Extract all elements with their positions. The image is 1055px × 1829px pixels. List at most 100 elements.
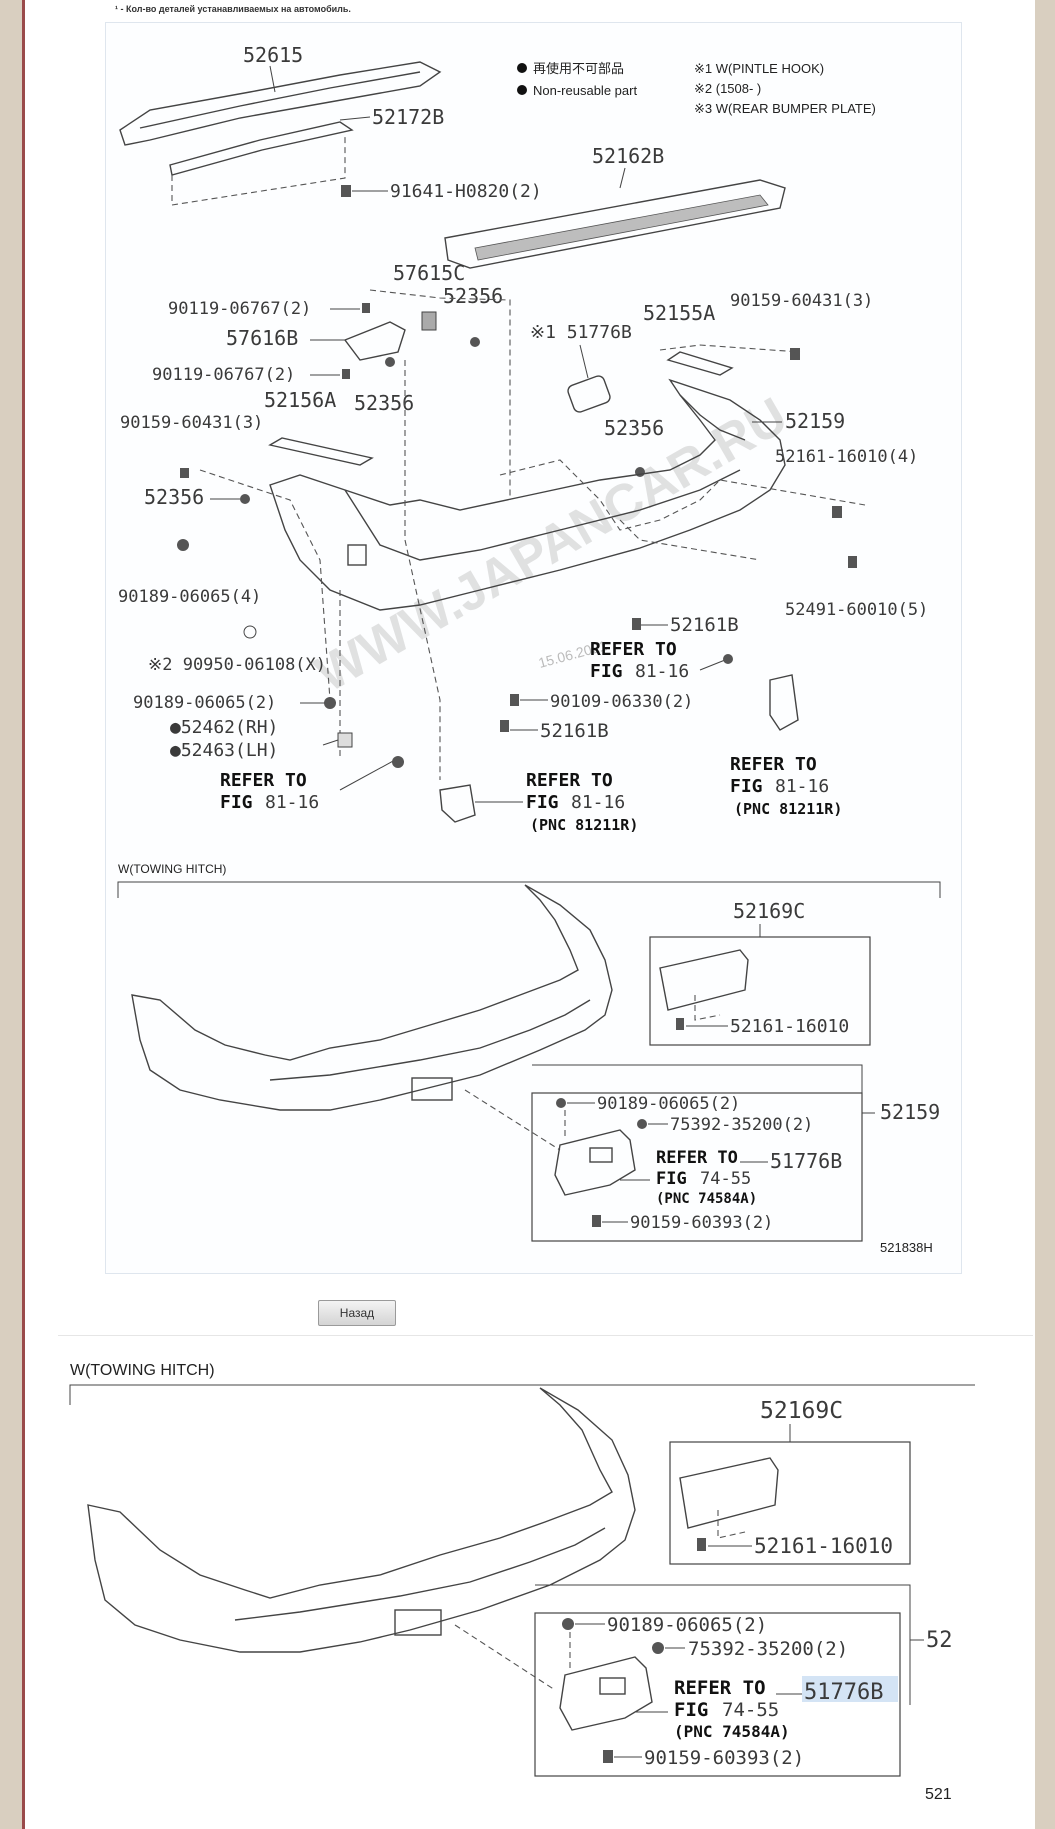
label-90189-a: 90189-06065(4): [118, 587, 261, 607]
clip-57615C: [421, 311, 437, 331]
diagram-code-1: 521838H: [880, 1240, 933, 1255]
screw-icon: [342, 369, 350, 379]
bracket-52159-2: [535, 1584, 911, 1705]
label-90159-t2: 90159-60393(2): [644, 1747, 804, 1769]
towing-title-1: W(TOWING HITCH): [118, 862, 226, 876]
label-52356-d: 52356: [604, 416, 664, 440]
left-border-accent: [22, 0, 25, 1829]
ref4-line1: REFER TO: [730, 754, 817, 775]
back-button[interactable]: Назад: [318, 1300, 396, 1326]
clip-icon: [385, 357, 395, 367]
ref3-line3: 81-16: [571, 792, 625, 813]
label-52491: 52491-60010(5): [785, 600, 928, 620]
ref-t1-line3: 74-55: [700, 1169, 751, 1189]
clip-icon: [635, 467, 645, 477]
nut-icon: [637, 1119, 647, 1129]
step-pad-52162B: [444, 179, 786, 269]
pad-52169C-1: [659, 949, 749, 1011]
label-90950: ※2 90950-06108(X): [148, 655, 326, 675]
label-75392-t1: 75392-35200(2): [670, 1115, 813, 1135]
label-52161-16010-2: 52161-16010: [754, 1534, 893, 1558]
ref-t1-line2: FIG: [656, 1169, 687, 1189]
ref4-line4: (PNC 81211R): [734, 800, 842, 818]
legend-note-1: ※1 W(PINTLE HOOK): [694, 61, 824, 76]
label-90159-b: 90159-60431(3): [730, 291, 873, 311]
label-52463: ●52463(LH): [170, 740, 278, 761]
screw-icon: [848, 556, 857, 568]
bumper-towing-1: [131, 884, 613, 1111]
label-52161B-a: 52161B: [670, 614, 739, 636]
label-51776B-t1: 51776B: [770, 1149, 842, 1173]
towing-title-2: W(TOWING HITCH): [70, 1362, 215, 1379]
label-52159: 52159: [785, 409, 845, 433]
label-90119-b: 90119-06767(2): [152, 365, 295, 385]
label-52462: ●52462(RH): [170, 717, 278, 738]
screw-icon: [510, 694, 519, 706]
ref1-line2: FIG: [590, 661, 623, 682]
bumper-towing-2-edge: [234, 1527, 606, 1621]
clip-icon: [470, 337, 480, 347]
non-reusable-bullet-icon: [517, 63, 527, 73]
ref2-line3: 81-16: [265, 792, 319, 813]
ref3-line2: FIG: [526, 792, 559, 813]
label-90189-t1: 90189-06065(2): [597, 1094, 740, 1114]
label-52-trunc: 52: [926, 1628, 953, 1653]
label-52356-b: 52356: [354, 391, 414, 415]
label-90109: 90109-06330(2): [550, 692, 693, 712]
ref-t2-line3: 74-55: [722, 1699, 779, 1721]
ref-t2-line1: REFER TO: [674, 1677, 766, 1699]
reflector-opening: [347, 544, 367, 566]
screw-icon: [603, 1750, 613, 1763]
ref4-line2: FIG: [730, 776, 763, 797]
label-90159-t1: 90159-60393(2): [630, 1213, 773, 1233]
ref3-line4: (PNC 81211R): [530, 816, 638, 834]
plate-51776B: [567, 375, 611, 413]
label-51776B-top: ※1 51776B: [530, 322, 632, 343]
clip-icon: [240, 494, 250, 504]
screw-icon: [592, 1215, 601, 1227]
label-57615C: 57615C: [393, 261, 465, 285]
screw-icon: [697, 1538, 706, 1551]
label-52156A: 52156A: [264, 388, 336, 412]
label-52169C-1: 52169C: [733, 899, 805, 923]
retainer-52156A: [268, 437, 374, 466]
non-reusable-bullet-icon: [517, 85, 527, 95]
bolt-icon: [341, 185, 351, 197]
section-bracket-2: [69, 1384, 975, 1405]
label-52159-t1: 52159: [880, 1100, 940, 1124]
detail-box-hitch-1: [531, 1092, 863, 1242]
reinforcement-52615: [119, 61, 442, 146]
hitch-hole-1: [589, 1147, 613, 1163]
label-52615: 52615: [243, 43, 303, 67]
left-border: [0, 0, 22, 1829]
label-52161-16010-1: 52161-16010: [730, 1016, 849, 1037]
screw-icon: [676, 1018, 684, 1030]
hitch-opening-2: [394, 1609, 442, 1636]
dashed-guide: [171, 135, 346, 206]
ref4-line3: 81-16: [775, 776, 829, 797]
reflector-right: [769, 674, 799, 731]
label-52169C-2: 52169C: [760, 1398, 843, 1424]
step-pad-texture: [474, 194, 769, 261]
nut-icon: [652, 1642, 664, 1654]
label-75392-t2: 75392-35200(2): [688, 1638, 848, 1660]
ref1-line3: 81-16: [635, 661, 689, 682]
screw-icon: [362, 303, 370, 313]
label-52356-c: 52356: [144, 485, 204, 509]
label-91641: 91641-H0820(2): [390, 181, 542, 202]
label-52161-16010-4: 52161-16010(4): [775, 447, 918, 467]
clip-icon: [500, 720, 509, 732]
ref-t1-line1: REFER TO: [656, 1148, 738, 1168]
ref2-line1: REFER TO: [220, 770, 307, 791]
bumper-inner-edge: [344, 469, 741, 561]
quantity-note: ¹ - Кол-во деталей устанавливаемых на ав…: [115, 4, 351, 14]
ref3-line1: REFER TO: [526, 770, 613, 791]
label-90159-a: 90159-60431(3): [120, 413, 263, 433]
legend-jp: 再使用不可部品: [533, 61, 624, 76]
bumper-towing-2: [87, 1387, 636, 1653]
diagram-panel-zoom: [58, 1335, 1033, 1824]
detail-box-hitch-2: [534, 1612, 901, 1777]
label-90119-a: 90119-06767(2): [168, 299, 311, 319]
bracket-57616B: [343, 321, 406, 361]
